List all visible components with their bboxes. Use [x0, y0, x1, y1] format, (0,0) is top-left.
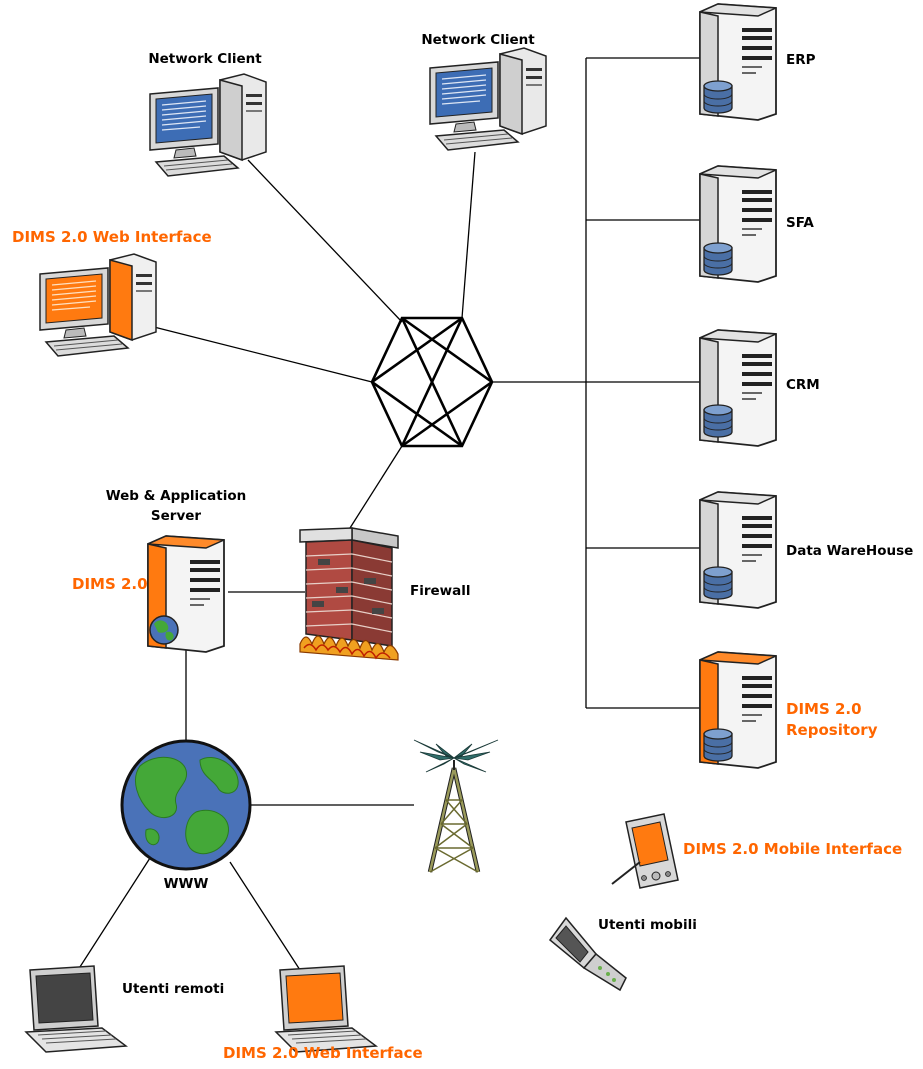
- web-application-server: Web & Application Server DIMS 2.0: [72, 488, 247, 653]
- brick-wall-firewall-icon: Firewall: [299, 527, 471, 661]
- server-erp: ERP: [699, 3, 816, 121]
- web-app-server-label-line2: Server: [151, 508, 201, 524]
- utenti-mobili-label: Utenti mobili: [598, 917, 697, 933]
- dims-repository-label-line2: Repository: [786, 721, 878, 739]
- database-icon: [703, 404, 733, 438]
- firewall-label: Firewall: [410, 583, 471, 599]
- network-hub-icon: [370, 316, 494, 448]
- server-dims-repository: DIMS 2.0 Repository: [699, 651, 878, 769]
- crm-label: CRM: [786, 377, 820, 393]
- radio-tower-icon: [413, 739, 499, 873]
- dims-web-interface-top-label: DIMS 2.0 Web Interface: [12, 228, 212, 246]
- data-warehouse-label: Data WareHouse: [786, 543, 913, 559]
- desktop-computer-icon: [39, 253, 157, 357]
- pda-icon: DIMS 2.0 Mobile Interface: [611, 813, 902, 889]
- network-client-right-label: Network Client: [421, 32, 535, 48]
- web-app-server-label-line1: Web & Application: [106, 488, 247, 504]
- database-icon: [703, 566, 733, 600]
- erp-label: ERP: [786, 52, 816, 68]
- globe-badge-icon: [149, 615, 179, 645]
- dims-repository-label-line1: DIMS 2.0: [786, 700, 862, 718]
- laptop-dims-web-interface: DIMS 2.0 Web Interface: [223, 965, 423, 1062]
- sfa-label: SFA: [786, 215, 814, 231]
- network-client-right: Network Client: [421, 32, 547, 151]
- network-client-left: Network Client: [148, 51, 267, 177]
- dims-server-label: DIMS 2.0: [72, 575, 148, 593]
- server-crm: CRM: [699, 329, 820, 447]
- globe-icon: WWW: [120, 739, 252, 892]
- database-icon: [703, 728, 733, 762]
- connection-lines: [77, 57, 700, 971]
- network-client-left-label: Network Client: [148, 51, 262, 67]
- dims-mobile-interface-label: DIMS 2.0 Mobile Interface: [683, 840, 902, 858]
- dims-web-interface-desktop: DIMS 2.0 Web Interface: [12, 228, 212, 357]
- www-label: WWW: [164, 876, 209, 892]
- server-data-warehouse: Data WareHouse: [699, 491, 913, 609]
- database-icon: [703, 80, 733, 114]
- desktop-computer-icon: [429, 47, 547, 151]
- dims-web-interface-bottom-label: DIMS 2.0 Web Interface: [223, 1044, 423, 1062]
- flip-phone-icon: Utenti mobili: [548, 916, 697, 992]
- utenti-remoti-label: Utenti remoti: [122, 981, 224, 997]
- database-icon: [703, 242, 733, 276]
- laptop-remote-users: Utenti remoti: [25, 965, 224, 1053]
- server-sfa: SFA: [699, 165, 814, 283]
